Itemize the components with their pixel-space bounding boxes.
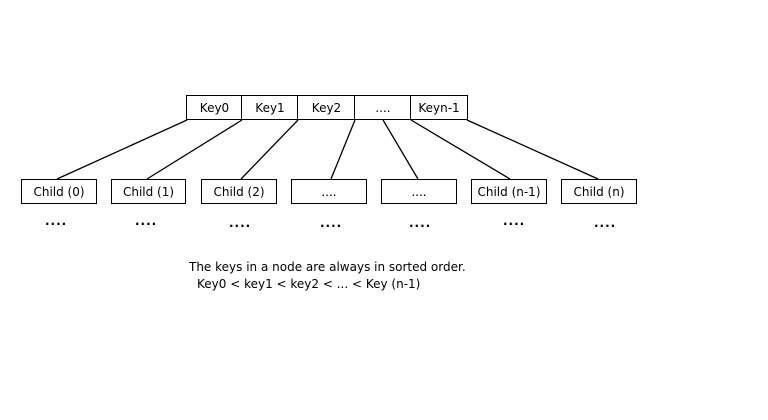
child-box-6: Child (n) bbox=[561, 179, 637, 204]
note-sorted-order: The keys in a node are always in sorted … bbox=[189, 260, 466, 274]
child-box-5: Child (n-1) bbox=[471, 179, 547, 204]
child-continuation-0: .... bbox=[45, 214, 68, 228]
child-continuation-2: .... bbox=[229, 216, 252, 230]
child-continuation-3: .... bbox=[320, 216, 343, 230]
child-continuation-6: .... bbox=[594, 216, 617, 230]
edge-child-0 bbox=[56, 119, 188, 180]
edge-child-1 bbox=[146, 119, 243, 180]
child-box-4: .... bbox=[381, 179, 457, 204]
child-box-0: Child (0) bbox=[21, 179, 97, 204]
key-cell-0: Key0 bbox=[186, 95, 243, 120]
child-box-1: Child (1) bbox=[111, 179, 186, 204]
key-cell-2: Key2 bbox=[297, 95, 356, 120]
key-cell-1: Key1 bbox=[241, 95, 299, 120]
key-cell-last: Keyn-1 bbox=[410, 95, 468, 120]
child-continuation-4: .... bbox=[409, 216, 432, 230]
edge-child-3 bbox=[330, 119, 356, 180]
child-continuation-1: .... bbox=[135, 214, 158, 228]
child-continuation-5: .... bbox=[503, 214, 526, 228]
edge-child-4 bbox=[382, 119, 419, 180]
note-key-inequality: Key0 < key1 < key2 < ... < Key (n-1) bbox=[197, 277, 421, 291]
edge-child-2 bbox=[240, 119, 299, 180]
edge-child-5 bbox=[410, 119, 511, 180]
edge-child-6 bbox=[466, 119, 599, 180]
key-cell-ellipsis: .... bbox=[354, 95, 412, 120]
child-box-3: .... bbox=[291, 179, 367, 204]
child-box-2: Child (2) bbox=[201, 179, 277, 204]
